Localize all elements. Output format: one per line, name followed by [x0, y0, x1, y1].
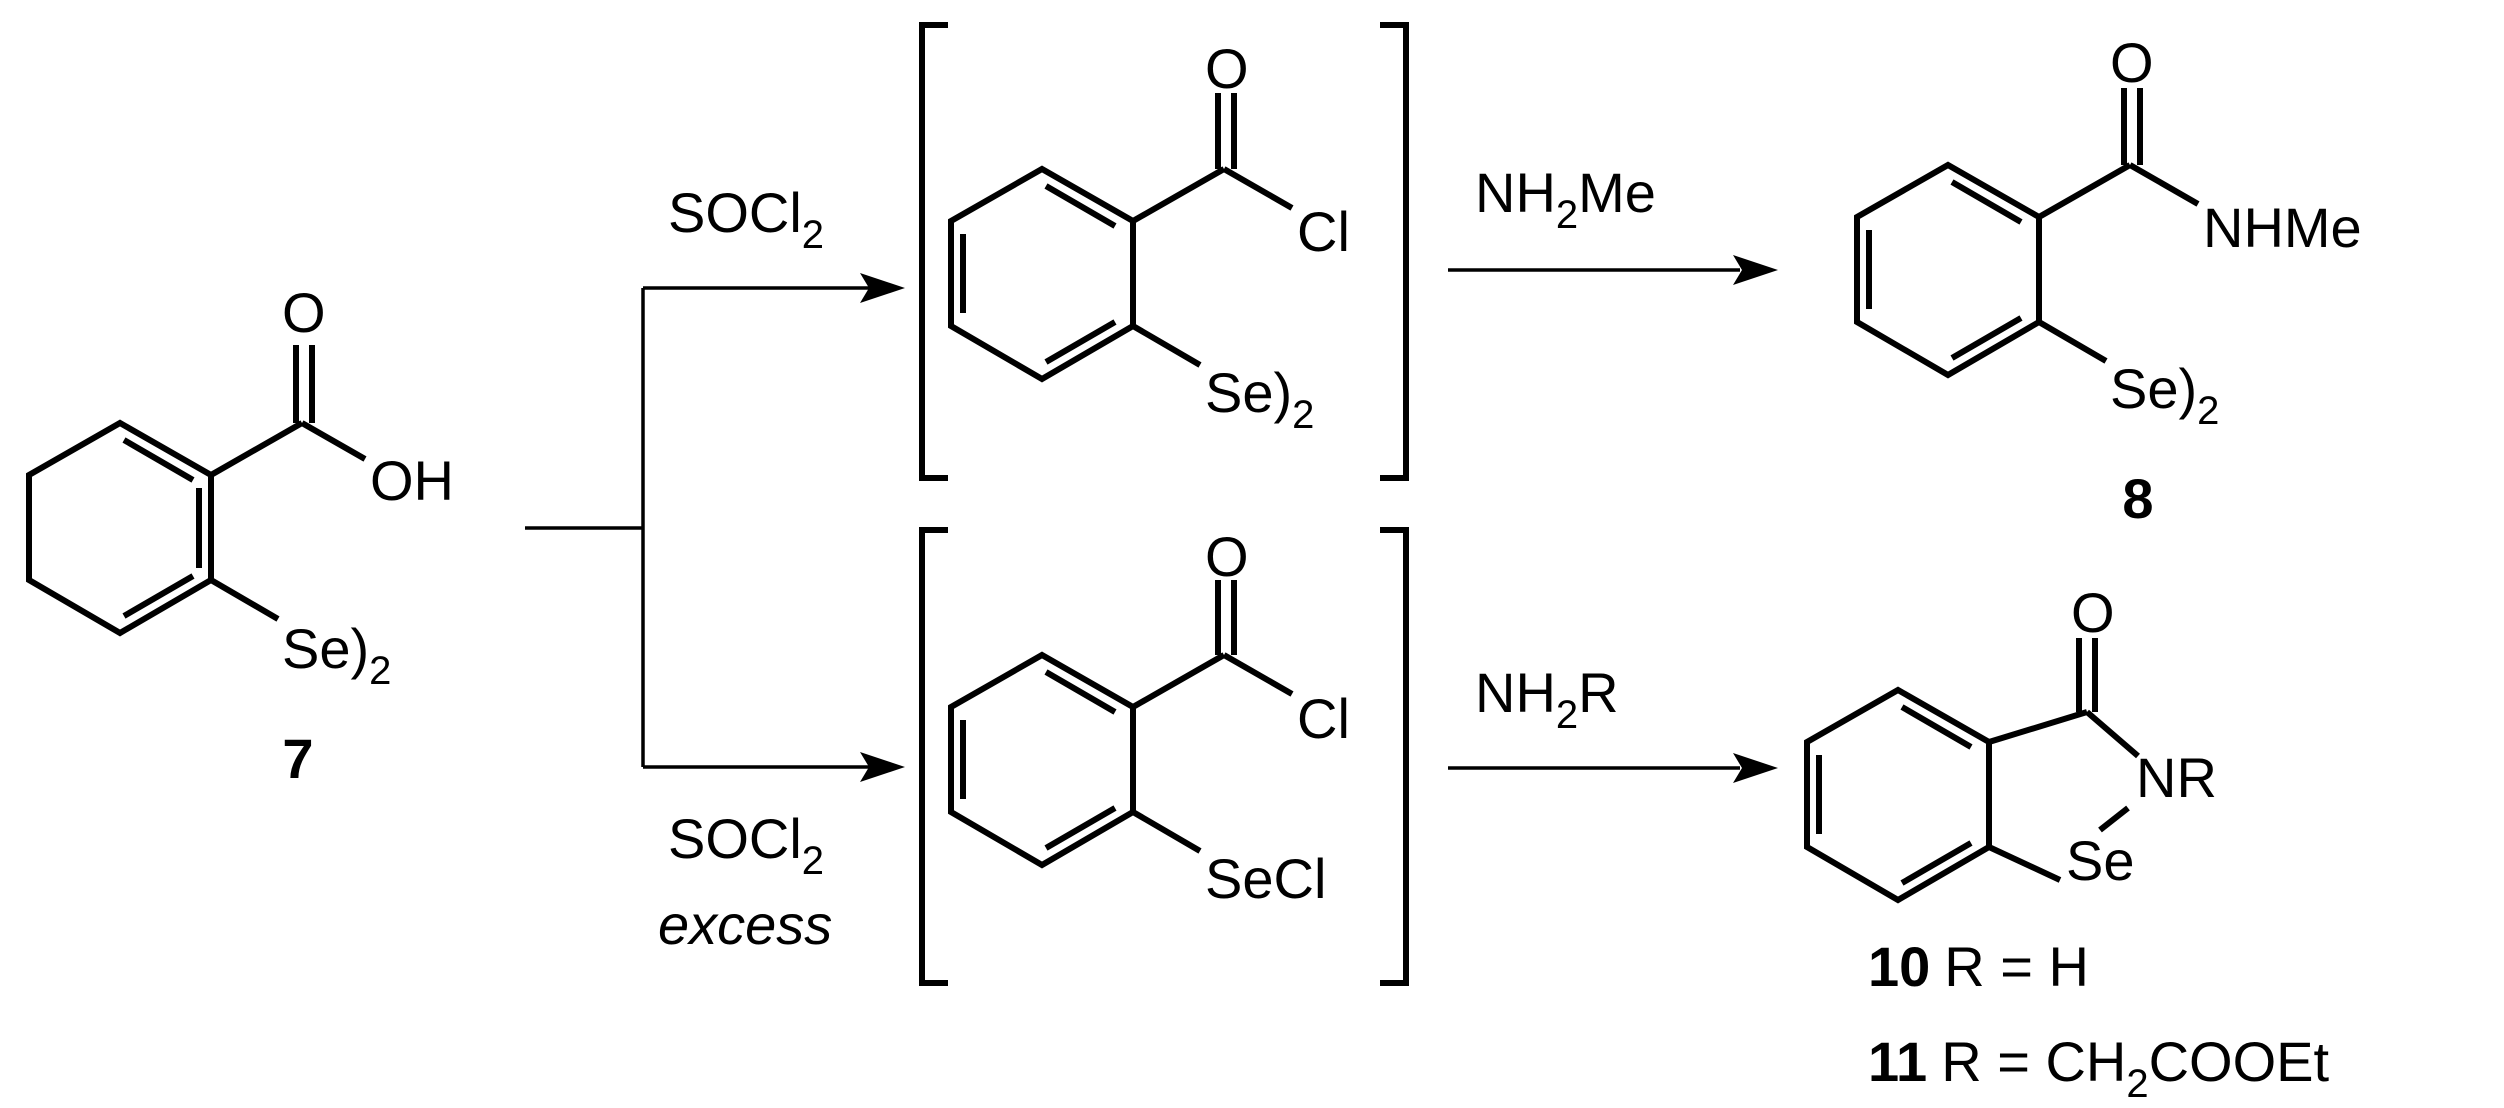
benzene-ring-lower-intermediate [948, 651, 1136, 869]
compound-8-number: 8 [2122, 467, 2153, 530]
compound-8-structure [1854, 88, 2200, 379]
lower-intermediate-oxygen: O [1205, 525, 1249, 588]
upper-amine-reagent: NH2Me [1475, 161, 1656, 237]
upper-reagent: SOCl2 [668, 181, 824, 257]
benzene-ring-8 [1854, 161, 2042, 379]
compound-8-oxygen: O [2110, 31, 2154, 94]
lower-amine-reagent: NH2R [1475, 661, 1619, 737]
lower-reagent: SOCl2 [668, 807, 824, 883]
benzene-ring-7 [26, 419, 214, 637]
compound-8-amide-nitrogen: NHMe [2203, 196, 2362, 259]
upper-intermediate-oxygen: O [1205, 37, 1249, 100]
upper-intermediate-bracket [919, 22, 1409, 481]
lower-intermediate-selenenyl-chloride: SeCl [1205, 847, 1326, 910]
compound-7-structure [26, 345, 367, 637]
lower-intermediate-bracket [919, 527, 1409, 986]
second-step-arrows [1448, 255, 1778, 783]
branch-arrows [525, 273, 905, 782]
upper-step2-arrowhead [1733, 255, 1778, 285]
benzisoselenazolone-structure [1804, 638, 2140, 904]
benzene-ring-benzisoselenazolone [1804, 686, 1992, 904]
lower-arrowhead [860, 752, 905, 782]
compound-7-hydroxyl: OH [370, 449, 454, 512]
upper-intermediate-chlorine: Cl [1297, 200, 1350, 263]
compound-7-oxygen: O [282, 281, 326, 344]
compound-7-selenium: Se)2 [282, 617, 391, 693]
compound-7-number: 7 [282, 727, 313, 790]
lower-intermediate-structure [948, 580, 1294, 869]
benzisoselenazolone-oxygen: O [2071, 581, 2115, 644]
lower-step2-arrowhead [1733, 753, 1778, 783]
compound-8-selenium: Se)2 [2110, 357, 2219, 433]
benzisoselenazolone-selenium: Se [2066, 829, 2135, 892]
upper-arrowhead [860, 273, 905, 303]
upper-intermediate-structure [948, 93, 1294, 383]
benzene-ring-upper-intermediate [948, 165, 1136, 383]
benzisoselenazolone-nitrogen: NR [2136, 746, 2217, 809]
lower-intermediate-chlorine: Cl [1297, 687, 1350, 750]
lower-reagent-note: excess [658, 893, 832, 956]
upper-intermediate-selenium: Se)2 [1205, 361, 1314, 437]
